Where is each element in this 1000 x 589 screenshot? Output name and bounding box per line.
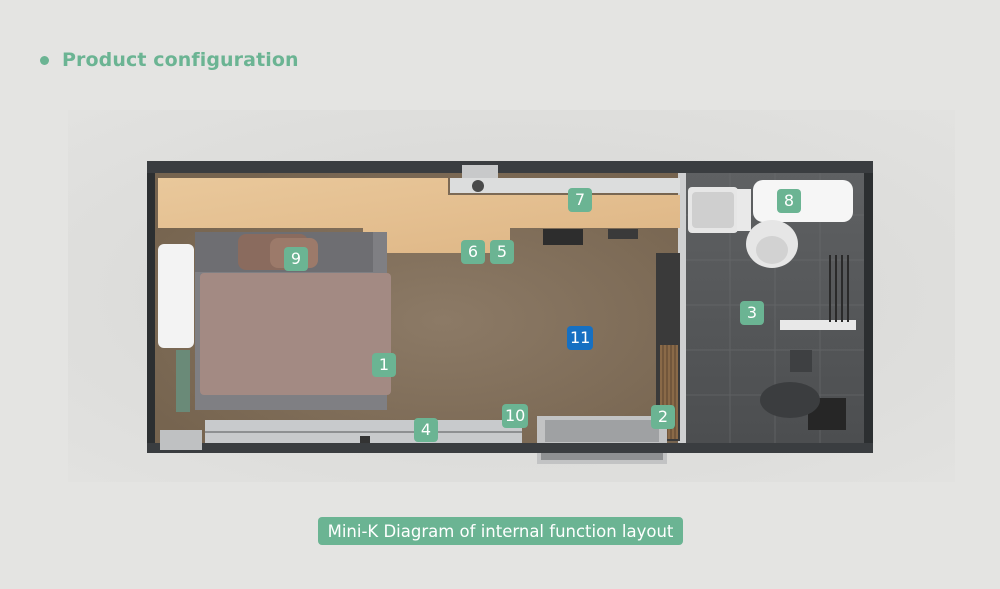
marker-1[interactable]: 1 bbox=[372, 353, 396, 377]
marker-2[interactable]: 2 bbox=[651, 405, 675, 429]
shower-unit bbox=[753, 180, 853, 222]
marker-6[interactable]: 6 bbox=[461, 240, 485, 264]
marker-4[interactable]: 4 bbox=[414, 418, 438, 442]
desk-rail bbox=[450, 178, 680, 193]
air-conditioner bbox=[158, 244, 194, 348]
ceiling-light bbox=[472, 180, 484, 192]
diagram-caption: Mini-K Diagram of internal function layo… bbox=[318, 517, 683, 545]
desk-item bbox=[543, 229, 583, 245]
top-wall bbox=[147, 161, 873, 173]
marker-11[interactable]: 11 bbox=[567, 326, 594, 350]
bullet-dot-icon bbox=[40, 55, 49, 65]
wall-art bbox=[176, 350, 190, 412]
floor-drain bbox=[790, 350, 812, 372]
bottom-wall bbox=[147, 443, 873, 453]
top-panel bbox=[462, 165, 498, 179]
shower-rack bbox=[829, 255, 849, 322]
partition-wall bbox=[678, 165, 686, 447]
wooden-desk bbox=[158, 178, 680, 253]
marker-5[interactable]: 5 bbox=[490, 240, 514, 264]
desk-item-2 bbox=[608, 229, 638, 239]
marker-3[interactable]: 3 bbox=[740, 301, 764, 325]
section-heading: Product configuration bbox=[40, 47, 299, 73]
page-title: Product configuration bbox=[62, 49, 299, 71]
marker-7[interactable]: 7 bbox=[568, 188, 592, 212]
door-handle bbox=[360, 436, 370, 444]
shelf bbox=[737, 189, 751, 231]
duvet bbox=[200, 273, 391, 395]
marker-10[interactable]: 10 bbox=[502, 404, 529, 428]
towel-rack bbox=[780, 320, 856, 330]
marker-9[interactable]: 9 bbox=[284, 247, 308, 271]
marker-8[interactable]: 8 bbox=[777, 189, 801, 213]
